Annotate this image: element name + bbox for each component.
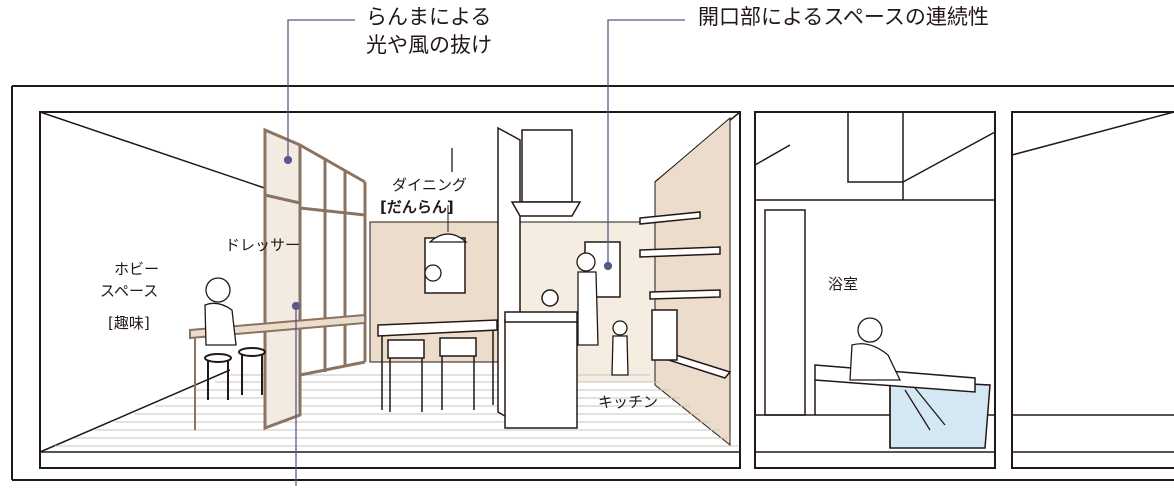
callout-continuity: 開口部によるスペースの連続性	[698, 5, 989, 29]
room-label-hobby-2: スペース	[100, 282, 159, 300]
main-room	[39, 111, 741, 469]
callout-ranma-line1: らんまによる	[366, 5, 492, 29]
room-label-bath: 浴室	[828, 275, 859, 293]
persons-kitchen	[424, 252, 629, 376]
right-wall	[654, 116, 731, 447]
room-label-dresser: ドレッサー	[225, 236, 301, 254]
room-label-dining-2: [だんらん]	[380, 198, 454, 216]
wall-shelves	[639, 211, 732, 379]
room-label-hobby-3: [趣味]	[108, 314, 150, 332]
room-label-dining-1: ダイニング	[392, 176, 468, 194]
callout-ranma-line2: 光や風の抜け	[366, 33, 492, 57]
room-label-kitchen: キッチン	[598, 393, 659, 411]
kitchen-unit	[497, 126, 582, 429]
leader-lines	[283, 19, 685, 486]
room-label-hobby-1: ホビー	[114, 260, 160, 278]
stools	[204, 347, 266, 400]
bath-room	[754, 111, 996, 469]
person-hobby	[204, 277, 237, 346]
outer-frame	[11, 85, 1174, 481]
person-bath	[849, 317, 946, 431]
glass-partition	[263, 127, 367, 431]
right-room	[1011, 111, 1174, 469]
dining-table	[377, 319, 498, 412]
